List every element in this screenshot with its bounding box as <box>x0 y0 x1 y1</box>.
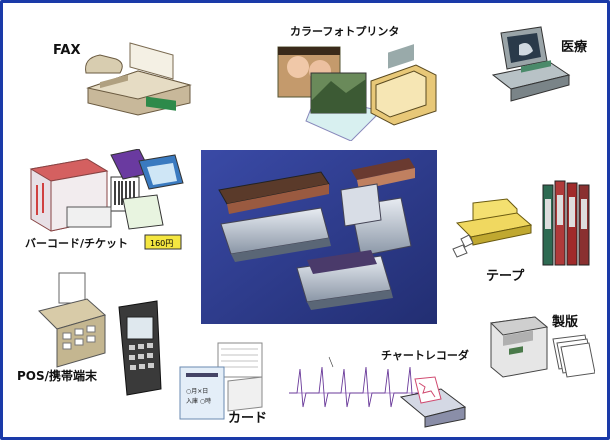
medical-ultrasound-illustration <box>491 25 571 107</box>
barcode-ticket-illustration: 160円 <box>27 149 187 254</box>
fax-label: FAX <box>53 43 81 58</box>
color-photo-printer-label: カラーフォトプリンタ <box>290 25 400 38</box>
medical-label: 医療 <box>561 40 588 55</box>
color-photo-printer-illustration <box>276 41 441 141</box>
card-label: カード <box>228 411 268 426</box>
card-date-text: ○月×日 <box>186 388 208 395</box>
ticket-price-text: 160円 <box>150 239 173 248</box>
card-entry-text: 入庫 ○時 <box>186 397 211 405</box>
pos-terminal-illustration <box>35 271 175 396</box>
barcode-ticket-label: バーコード/チケット <box>25 237 129 250</box>
chart-recorder-label: チャートレコーダ <box>381 349 469 362</box>
plate-making-label: 製版 <box>552 315 579 330</box>
pos-terminal-label: POS/携帯端末 <box>17 369 98 383</box>
chart-recorder-illustration <box>285 349 470 429</box>
fax-machine-illustration <box>78 33 198 118</box>
card-illustration: ○月×日 入庫 ○時 <box>178 341 268 423</box>
tape-label: テープ <box>486 269 525 284</box>
thermal-print-head-photo <box>201 150 437 324</box>
tape-label-printer-illustration <box>451 179 596 269</box>
plate-making-machine-illustration <box>485 309 595 389</box>
